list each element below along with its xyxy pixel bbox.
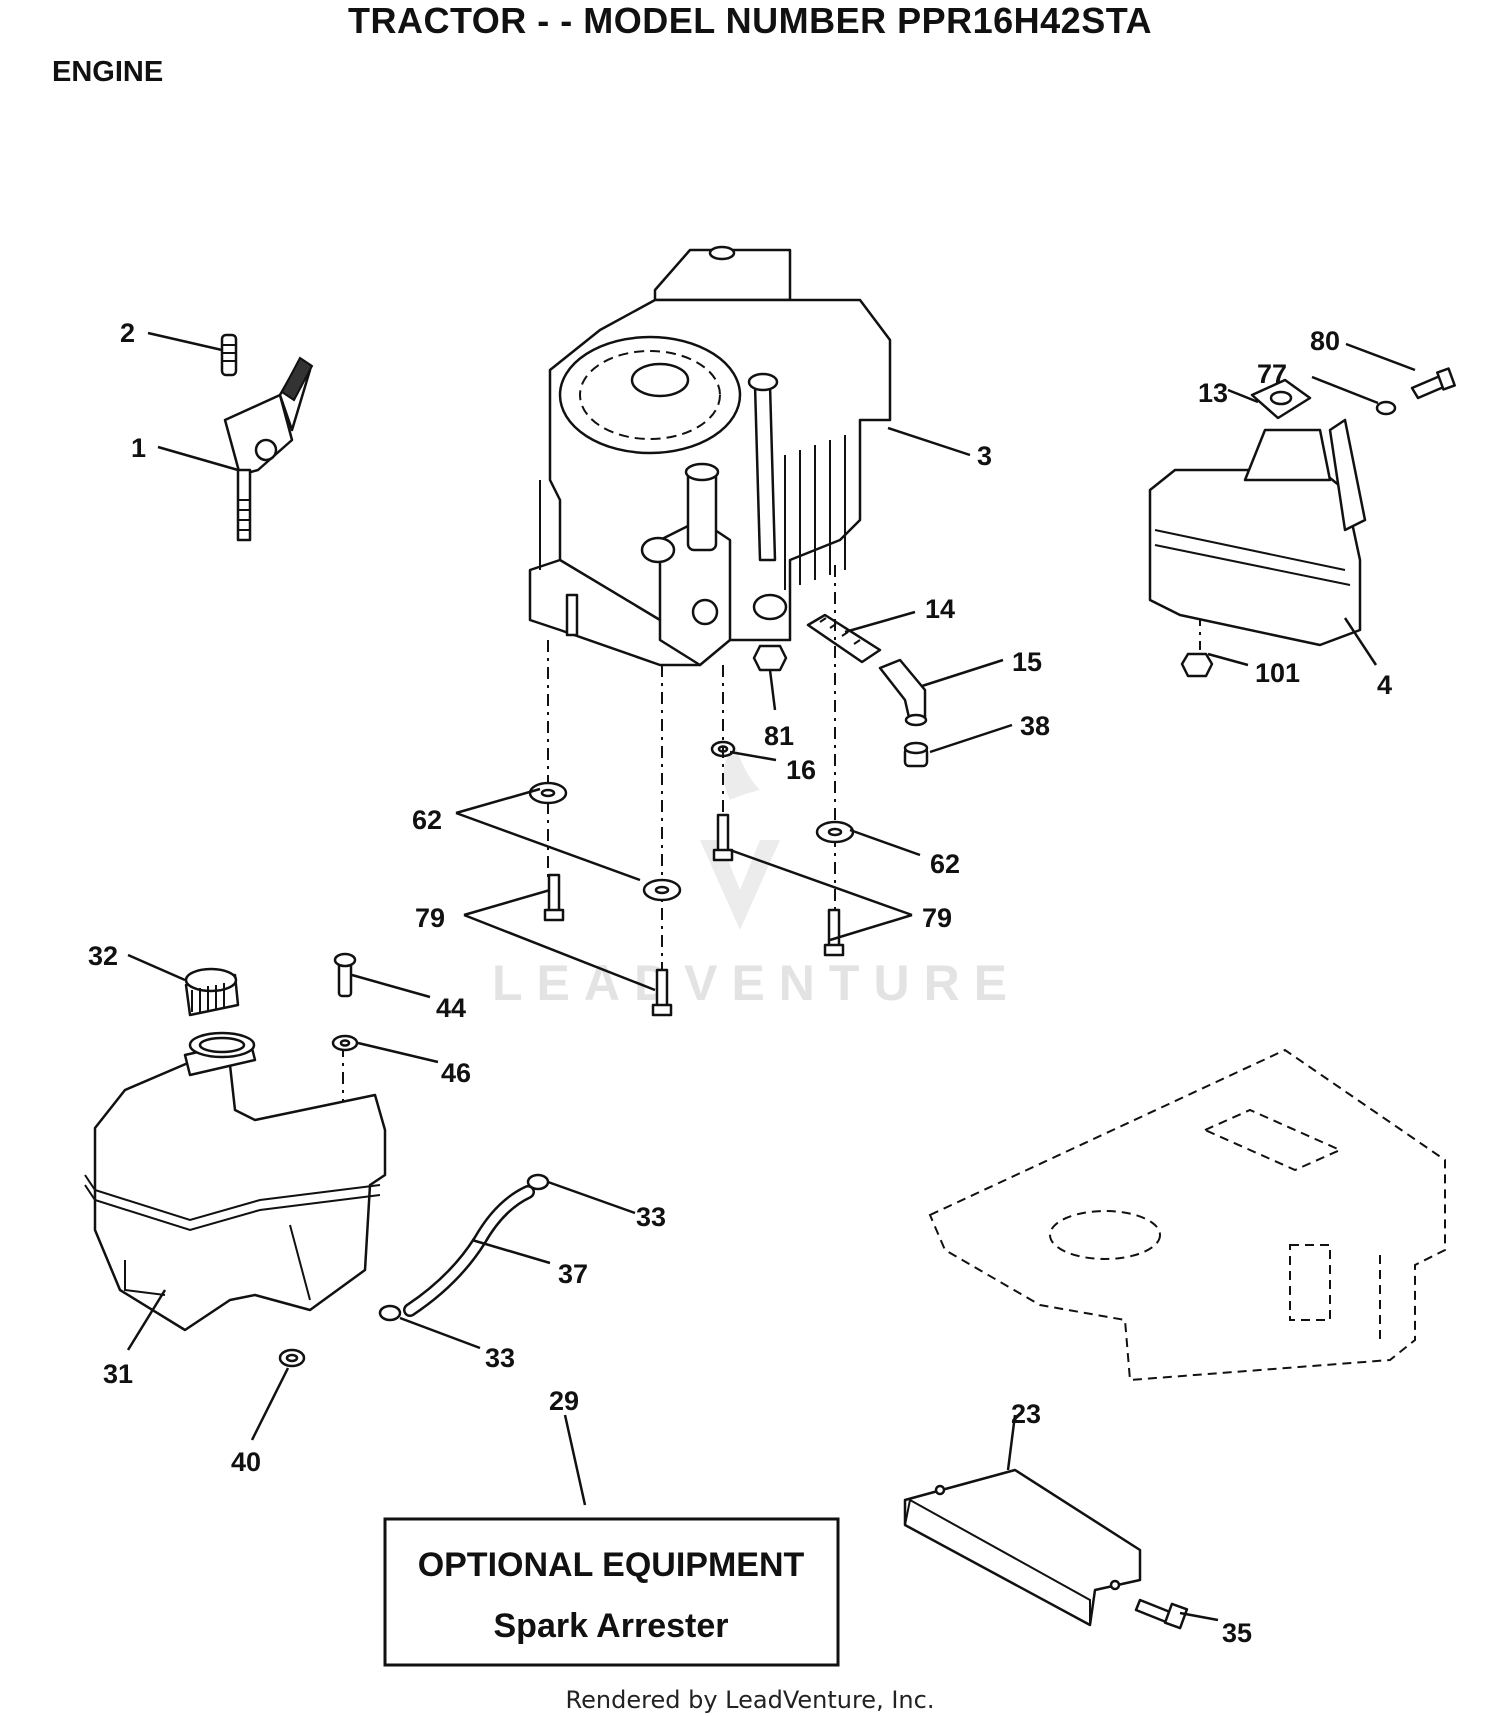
part-14-oil-drain-nipple[interactable] <box>806 613 882 664</box>
part-throttle-bracket[interactable] <box>220 333 314 542</box>
optional-equipment-heading: OPTIONAL EQUIPMENT <box>418 1546 805 1584</box>
tractor-frame <box>928 1048 1446 1382</box>
part-80-bolt[interactable] <box>1410 367 1456 400</box>
callout-46[interactable]: 46 <box>441 1058 471 1088</box>
watermark-logo <box>700 745 780 930</box>
callout-14[interactable]: 14 <box>925 594 955 624</box>
callout-37[interactable]: 37 <box>558 1259 588 1289</box>
callout-80[interactable]: 80 <box>1310 326 1340 356</box>
callout-15[interactable]: 15 <box>1012 647 1042 677</box>
callout-33-top[interactable]: 33 <box>636 1202 666 1232</box>
part-40-bushing[interactable] <box>278 1348 306 1368</box>
page-title: TRACTOR - - MODEL NUMBER PPR16H42STA <box>347 0 1153 41</box>
part-fuel-tank-neck[interactable] <box>188 1031 256 1059</box>
callout-3[interactable]: 3 <box>977 441 992 471</box>
optional-equipment-frame <box>383 1517 840 1667</box>
part-62-washers[interactable] <box>528 781 855 902</box>
callout-2[interactable]: 2 <box>120 318 135 348</box>
callout-13[interactable]: 13 <box>1198 378 1228 408</box>
part-77-lockwasher[interactable] <box>1375 400 1397 416</box>
callout-16[interactable]: 16 <box>786 755 816 785</box>
part-101-nut[interactable] <box>1180 652 1214 678</box>
watermark: LEADVENTURE <box>492 745 1021 1011</box>
part-4-muffler[interactable] <box>1148 418 1367 647</box>
part-33-clamps[interactable] <box>378 1173 550 1322</box>
callout-44[interactable]: 44 <box>436 993 466 1023</box>
part-15-elbow[interactable] <box>878 658 928 727</box>
callout-79-left[interactable]: 79 <box>415 903 445 933</box>
callout-35[interactable]: 35 <box>1222 1618 1252 1648</box>
part-37-fuel-line[interactable] <box>403 1185 535 1317</box>
callout-29[interactable]: 29 <box>549 1386 579 1416</box>
callout-leader-lines <box>126 331 1416 1622</box>
callout-32[interactable]: 32 <box>88 941 118 971</box>
callout-77[interactable]: 77 <box>1257 359 1287 389</box>
footer-credit: Rendered by LeadVenture, Inc. <box>565 1686 935 1714</box>
callout-23[interactable]: 23 <box>1011 1399 1041 1429</box>
watermark-text: LEADVENTURE <box>492 955 1021 1011</box>
part-35-screw[interactable] <box>1134 1598 1189 1630</box>
part-1-rod[interactable] <box>236 468 252 542</box>
part-81-nut[interactable] <box>752 644 788 672</box>
part-13-gasket[interactable] <box>1250 378 1312 420</box>
part-31-fuel-tank[interactable] <box>84 1038 387 1332</box>
callout-81[interactable]: 81 <box>764 721 794 751</box>
optional-equipment-box[interactable]: OPTIONAL EQUIPMENT Spark Arrester <box>383 1517 840 1667</box>
optional-equipment-item: Spark Arrester <box>494 1607 729 1645</box>
callout-38[interactable]: 38 <box>1020 711 1050 741</box>
callout-1[interactable]: 1 <box>131 433 146 463</box>
callout-62-left[interactable]: 62 <box>412 805 442 835</box>
part-23-heat-shield[interactable] <box>903 1468 1142 1627</box>
part-32-fuel-cap[interactable] <box>184 967 240 1017</box>
part-38-cap[interactable] <box>903 741 929 768</box>
part-2-screw[interactable] <box>220 333 238 377</box>
part-44-screw[interactable] <box>333 952 357 998</box>
part-46-washer[interactable] <box>331 1034 359 1052</box>
callout-labels: 2 1 3 80 77 13 14 15 101 4 81 38 16 62 6… <box>88 318 1392 1648</box>
part-1-bracket[interactable] <box>223 393 294 477</box>
callout-4[interactable]: 4 <box>1377 670 1392 700</box>
callout-40[interactable]: 40 <box>231 1447 261 1477</box>
callout-79-right[interactable]: 79 <box>922 903 952 933</box>
callout-33-bottom[interactable]: 33 <box>485 1343 515 1373</box>
callout-101[interactable]: 101 <box>1255 658 1300 688</box>
callout-31[interactable]: 31 <box>103 1359 133 1389</box>
part-79-bolts[interactable] <box>543 813 845 1017</box>
part-3-engine[interactable] <box>528 245 892 667</box>
section-title: ENGINE <box>52 56 164 88</box>
callout-62-right[interactable]: 62 <box>930 849 960 879</box>
